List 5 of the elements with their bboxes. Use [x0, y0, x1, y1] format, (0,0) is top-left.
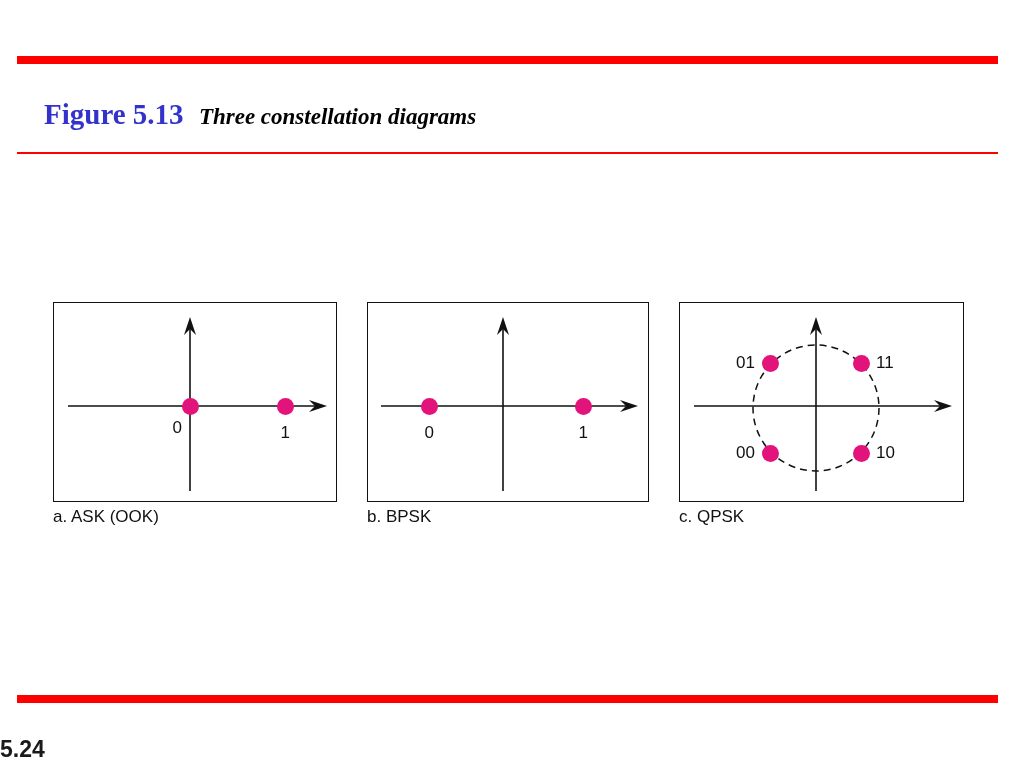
panel-caption: a. ASK (OOK) [53, 507, 159, 527]
figure-title: Figure 5.13 Three constellation diagrams [44, 97, 477, 132]
page-number: 5.24 [0, 735, 45, 763]
panel-caption: b. BPSK [367, 507, 432, 527]
panel-caption: c. QPSK [679, 507, 745, 527]
